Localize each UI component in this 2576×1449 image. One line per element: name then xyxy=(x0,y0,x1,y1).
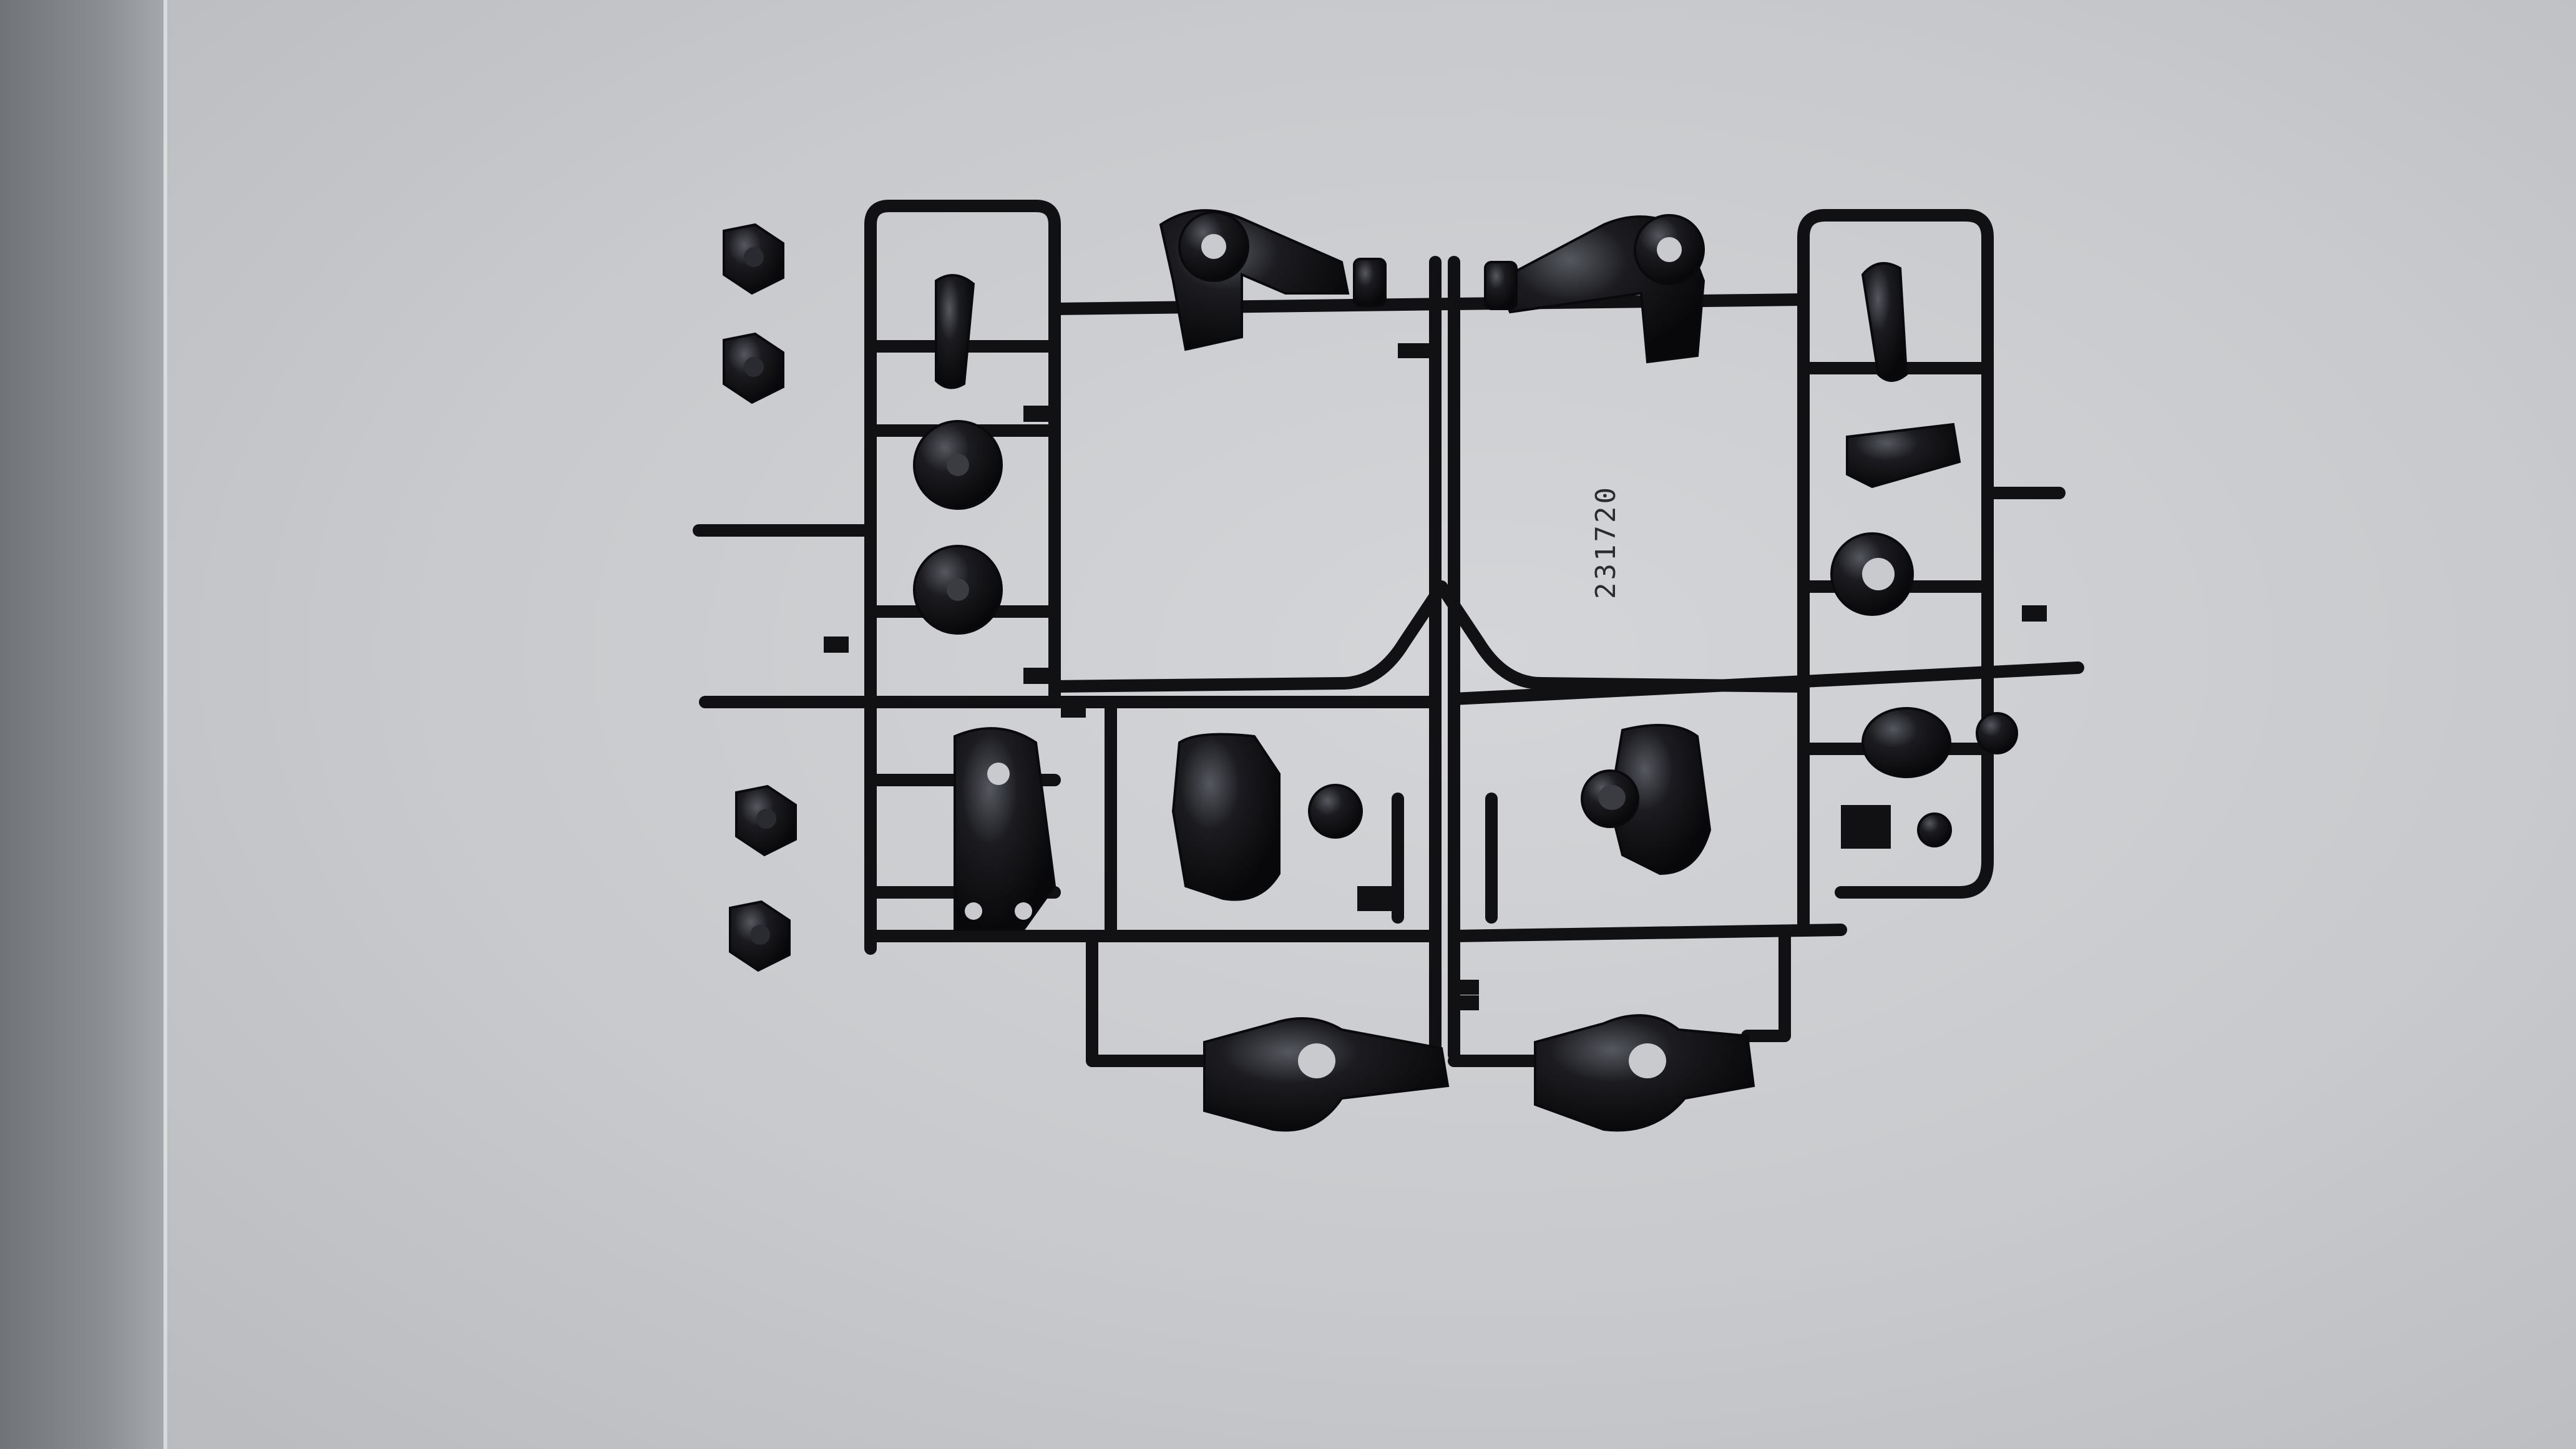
board-edge-highlight xyxy=(163,0,167,1449)
mount-plate xyxy=(954,727,1056,931)
sprue-code-label: 231720 xyxy=(1590,485,1622,599)
shadow-edge xyxy=(0,0,168,1449)
right-parts xyxy=(1846,262,2018,847)
gearbox-housings xyxy=(1171,724,1712,901)
gate-tabs xyxy=(824,343,2047,1010)
hex-nuts xyxy=(723,223,797,972)
hub-carriers xyxy=(1203,1014,1755,1132)
white-board-background xyxy=(163,0,2576,1449)
round-caps xyxy=(913,420,1914,635)
small-arm xyxy=(935,274,975,389)
